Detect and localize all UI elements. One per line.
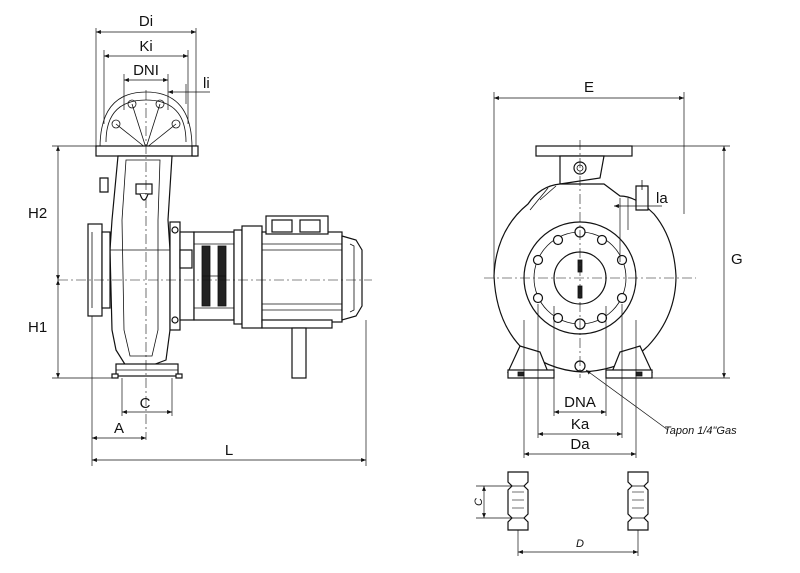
dim-c-side: C — [121, 378, 173, 416]
label-h1: H1 — [28, 319, 47, 336]
discharge-flange-side — [95, 91, 199, 157]
label-drain-plug: Tapon 1/4"Gas — [664, 425, 737, 437]
label-dni: DNI — [133, 62, 159, 79]
label-di: Di — [139, 13, 153, 30]
drain-plug-callout: Tapon 1/4"Gas — [585, 369, 737, 437]
dim-h2: H2 — [28, 145, 96, 280]
dim-g: G — [632, 145, 743, 379]
label-a: A — [114, 420, 124, 437]
dim-ka: Ka — [537, 304, 623, 438]
front-view: E la G DNA Ka — [484, 79, 743, 458]
foot-left — [507, 471, 529, 531]
dim-l: L — [92, 320, 367, 466]
label-e: E — [584, 79, 594, 96]
foot-right — [627, 471, 649, 531]
pump-casing-side — [99, 155, 183, 379]
dim-li: li — [168, 75, 210, 104]
suction-flange-side — [87, 223, 111, 317]
dim-dni: DNI — [123, 62, 169, 110]
label-g: G — [731, 251, 743, 268]
dim-d-foot: D — [517, 530, 639, 556]
dim-h1: H1 — [28, 280, 116, 379]
side-view: Di Ki DNI li H2 — [28, 13, 372, 466]
label-c: C — [140, 395, 151, 412]
dim-dna: DNA — [553, 306, 607, 416]
foot-detail: C D — [473, 471, 649, 556]
label-ki: Ki — [139, 38, 152, 55]
dim-c-foot: C — [473, 485, 512, 519]
label-li: li — [203, 75, 210, 92]
label-dna: DNA — [564, 394, 596, 411]
dim-da: Da — [523, 320, 637, 458]
label-da: Da — [570, 436, 590, 453]
bearing-bracket — [169, 221, 263, 331]
label-h2: H2 — [28, 205, 47, 222]
dim-a: A — [91, 316, 146, 466]
label-l: L — [225, 442, 233, 459]
motor-side — [261, 215, 363, 379]
dim-ki: Ki — [103, 38, 189, 124]
label-c-foot: C — [473, 498, 485, 506]
dim-la: la — [614, 190, 668, 262]
label-la: la — [656, 190, 668, 207]
label-ka: Ka — [571, 416, 590, 433]
label-d-foot: D — [576, 538, 584, 550]
dim-di: Di — [95, 13, 197, 146]
dim-e: E — [493, 79, 685, 278]
discharge-flange-front — [535, 145, 633, 185]
